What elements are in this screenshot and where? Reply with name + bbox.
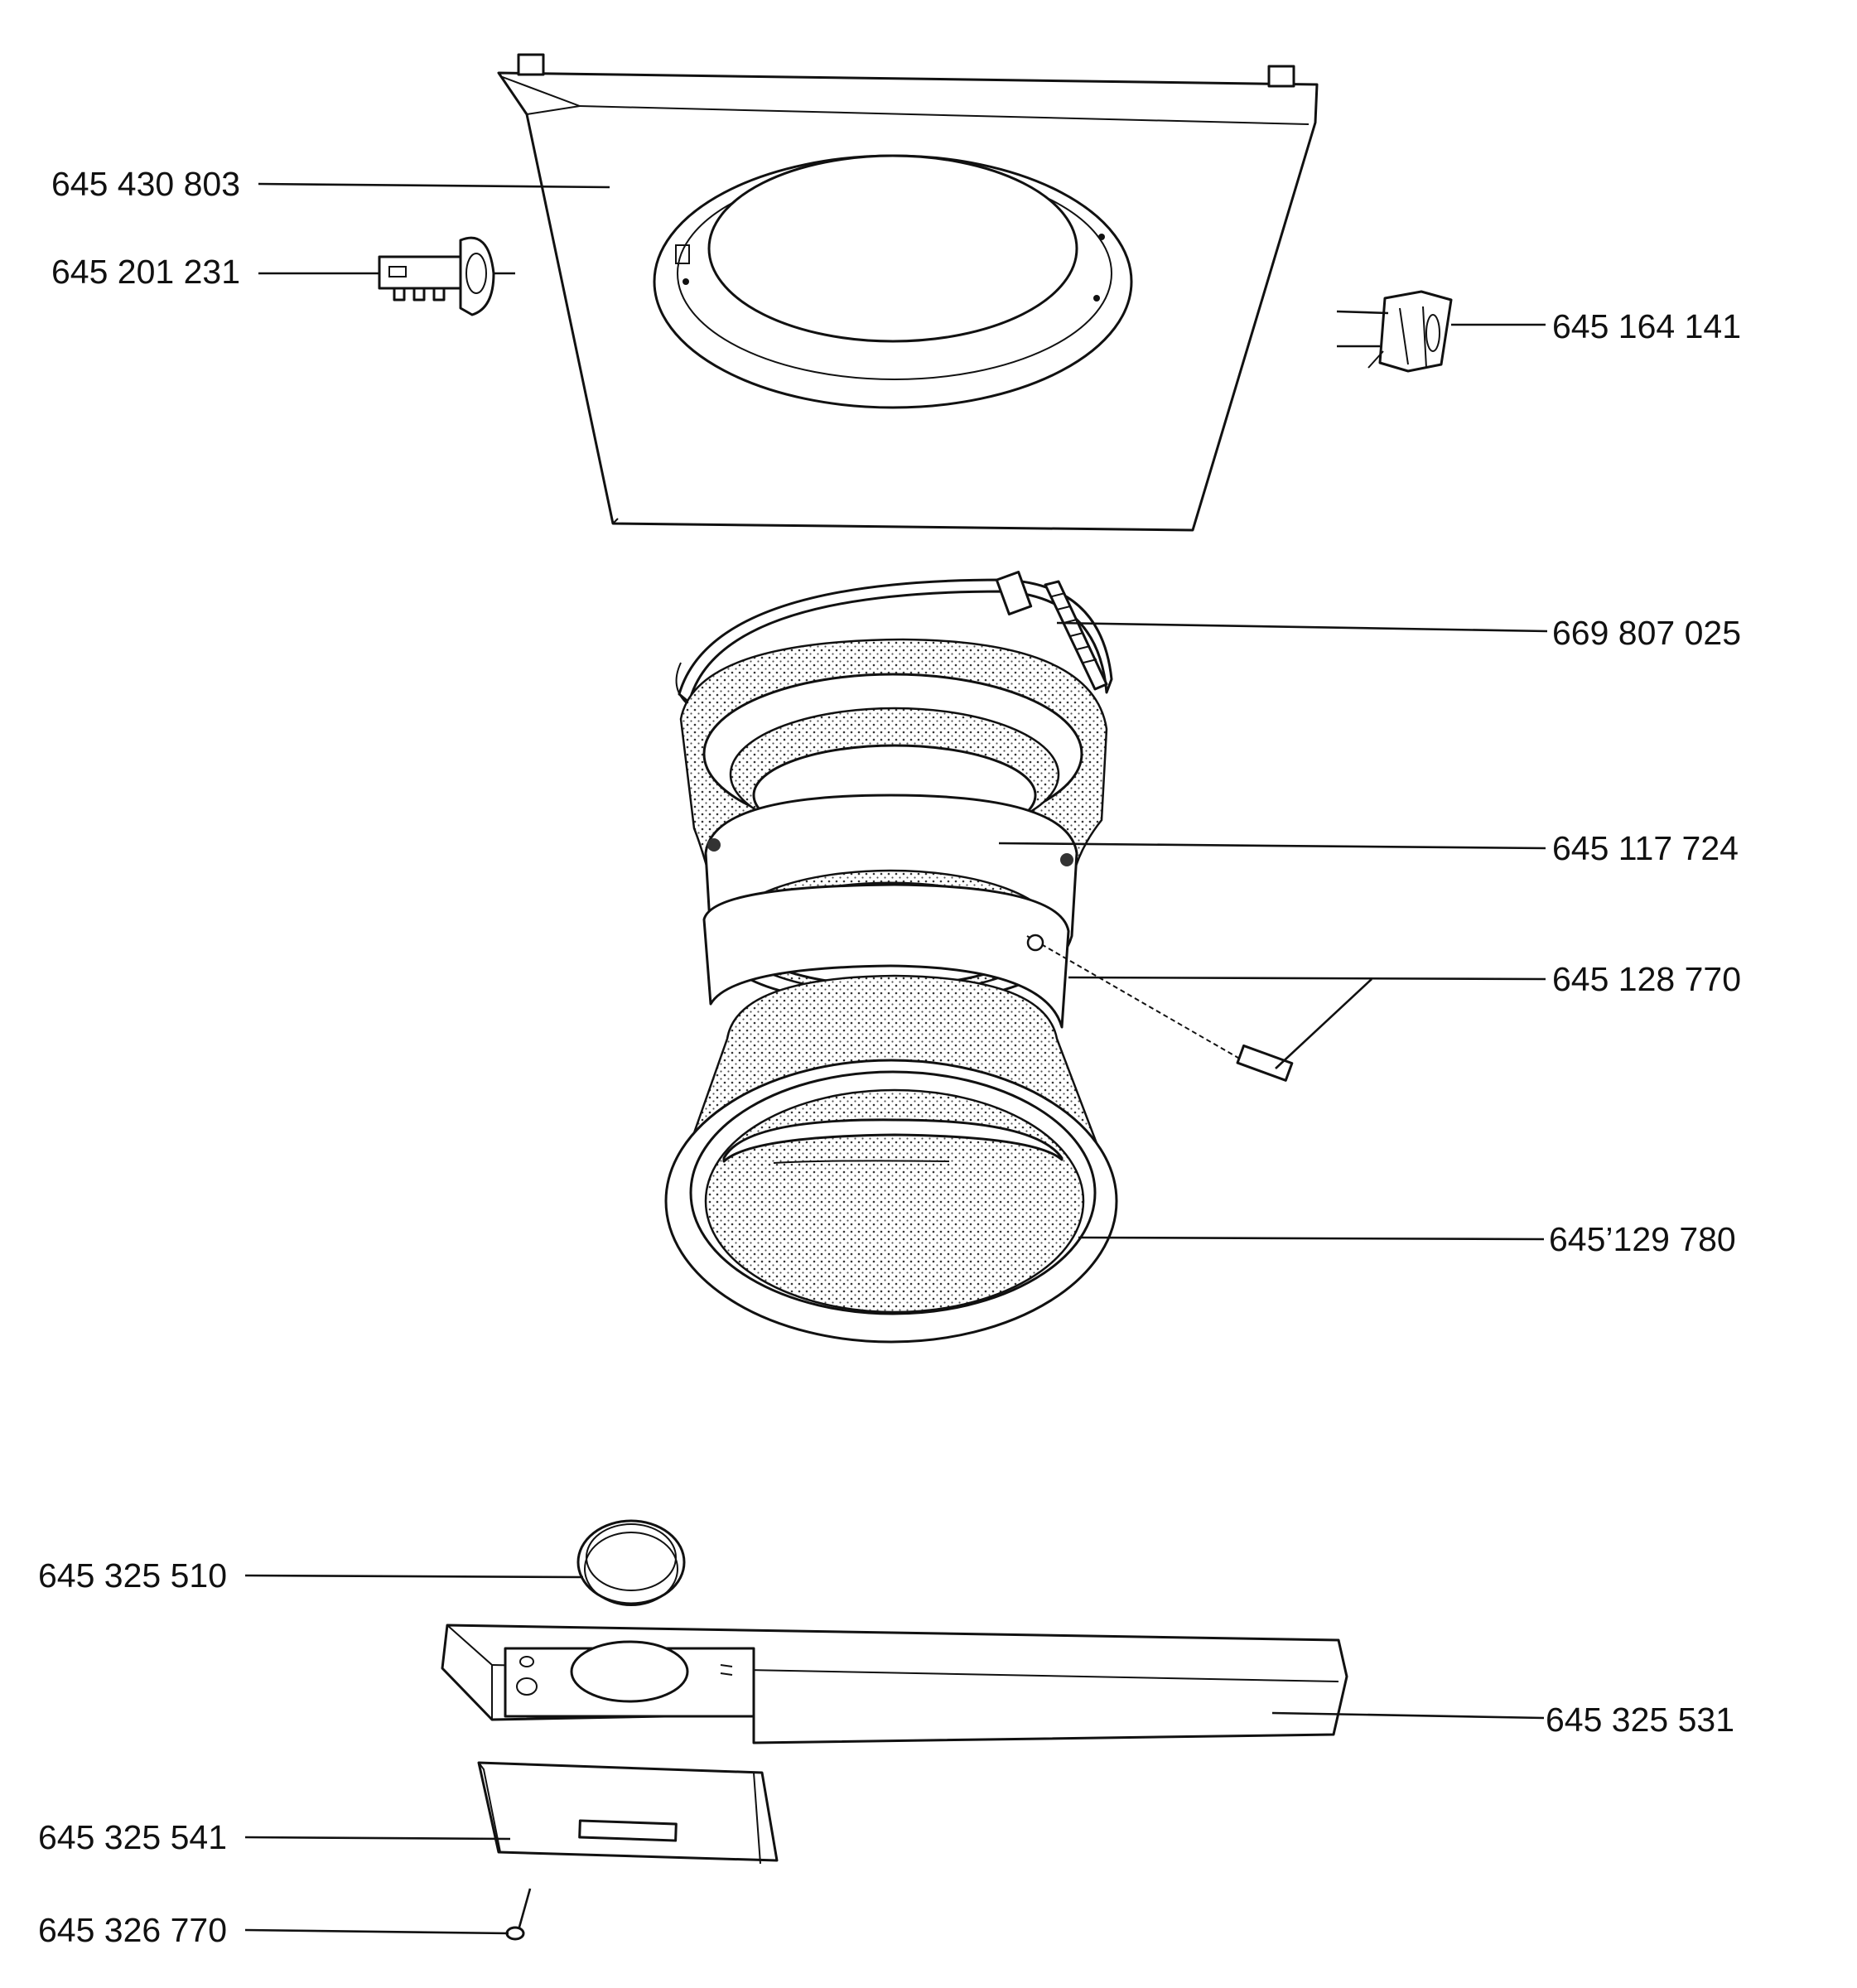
screw (505, 1888, 532, 1941)
label-control-panel: 645 325 531 (1546, 1701, 1734, 1739)
label-drawer-front: 645 325 541 (38, 1818, 227, 1856)
door-hinge (1367, 290, 1453, 373)
clamp-band (675, 571, 1113, 705)
label-door-interlock: 645 201 231 (51, 253, 240, 291)
label-door-hinge: 645 164 141 (1552, 307, 1741, 345)
leader-lines (244, 182, 1548, 1935)
knob-ring (576, 1519, 686, 1606)
seal-spring (702, 883, 1294, 1082)
drawer-front (477, 1761, 779, 1865)
label-seal-spring: 645 128 770 (1552, 960, 1741, 998)
label-screw: 645 326 770 (38, 1911, 227, 1949)
label-door-seal: 645 117 724 (1552, 829, 1739, 867)
label-door-ring: 645’129 780 (1549, 1220, 1736, 1258)
control-panel (441, 1624, 1348, 1744)
label-front-panel: 645 430 803 (51, 165, 240, 203)
label-clamp-band: 669 807 025 (1552, 614, 1741, 652)
door-ring (664, 974, 1118, 1344)
front-panel (497, 53, 1319, 532)
door-interlock (378, 236, 515, 316)
label-knob-ring: 645 325 510 (38, 1556, 227, 1595)
